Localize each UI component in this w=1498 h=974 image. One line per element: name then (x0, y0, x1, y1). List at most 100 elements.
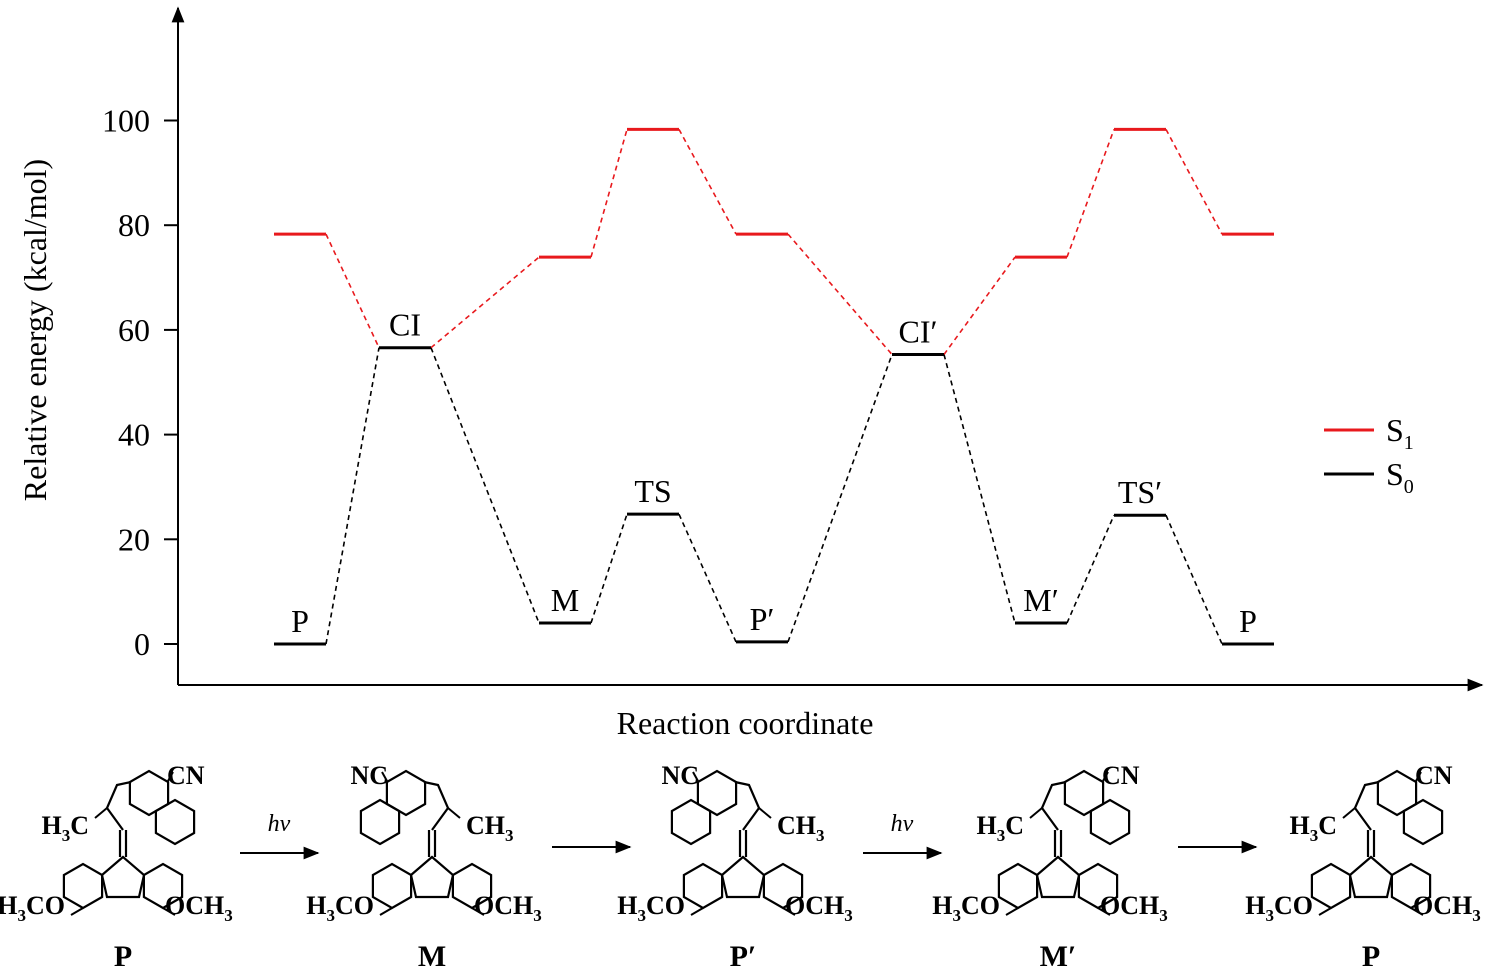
s1-connector (325, 233, 380, 349)
s0-connector (1066, 514, 1115, 624)
methoxy-bond (471, 907, 485, 916)
fluorene-five-ring (100, 855, 146, 899)
state-label: CI (389, 307, 421, 343)
nitrile-label: NC (350, 761, 388, 790)
benzo-ring (1089, 798, 1131, 846)
methyl-bond (1342, 807, 1356, 819)
s1-connector (1165, 129, 1223, 235)
nitrile-label: CN (167, 761, 205, 790)
legend-label-main: S (1386, 456, 1404, 492)
methoxy-left-label: H3CO (1245, 891, 1313, 925)
methyl-label-main: H (976, 811, 996, 840)
five-ring (734, 780, 761, 831)
legend-label-sub: 1 (1404, 432, 1414, 454)
methoxy-right-label-sub: 3 (844, 906, 853, 925)
methyl-bond (758, 807, 772, 819)
hv-label: hv (891, 811, 914, 837)
nitrile-label: CN (1102, 761, 1140, 790)
methoxy-right-label: OCH3 (1100, 891, 1168, 925)
nitrile-label-main: NC (350, 761, 388, 790)
legend-label: S0 (1386, 456, 1414, 498)
connectors (325, 129, 1223, 645)
state-label: P′ (750, 601, 775, 637)
methyl-label-main: H (41, 811, 61, 840)
methoxy-bond (782, 907, 796, 916)
methoxy-left-label: H3CO (617, 891, 685, 925)
methyl-bond (1029, 807, 1043, 819)
methoxy-right-label: OCH3 (474, 891, 542, 925)
legend-label: S1 (1386, 412, 1414, 454)
legend-label-main: S (1386, 412, 1404, 448)
fluorene-five-ring (720, 855, 766, 899)
methoxy-right-label-main: OCH (474, 891, 533, 920)
methyl-label-tail: C (1318, 811, 1337, 840)
molecule-label: P (114, 940, 132, 973)
energy-levels (274, 127, 1274, 646)
methoxy-left-label-main: H (0, 891, 18, 920)
y-tick-label: 60 (118, 312, 150, 348)
benzo-ring (359, 798, 401, 846)
fluorene-five-ring (1035, 855, 1081, 899)
y-tick-label: 100 (102, 103, 150, 139)
methyl-label-sub: 3 (505, 826, 514, 845)
nitrile-label: CN (1415, 761, 1453, 790)
fluorene-left-ring (62, 862, 104, 910)
methoxy-right-label: OCH3 (785, 891, 853, 925)
state-label: P (291, 603, 309, 639)
methoxy-left-label: H3CO (306, 891, 374, 925)
legend-label-sub: 0 (1404, 476, 1414, 498)
s1-connector (943, 256, 1016, 355)
five-ring (1353, 780, 1380, 831)
methoxy-left-label-tail: CO (26, 891, 65, 920)
methyl-bond (94, 807, 108, 819)
methoxy-bond (1005, 907, 1019, 916)
state-label: M′ (1023, 582, 1058, 618)
y-axis-label: Relative energy (kcal/mol) (17, 159, 53, 501)
nitrile-label-main: CN (167, 761, 205, 790)
methoxy-right-label-main: OCH (165, 891, 224, 920)
s1-connector (430, 256, 540, 349)
y-tick-label: 40 (118, 417, 150, 453)
methyl-label-main: H (1289, 811, 1309, 840)
nitrile-label-main: CN (1415, 761, 1453, 790)
methoxy-left-label-main: H (1245, 891, 1265, 920)
methyl-label: CH3 (466, 811, 514, 845)
methyl-label-sub: 3 (816, 826, 825, 845)
methyl-label: CH3 (777, 811, 825, 845)
methoxy-bond (1410, 907, 1424, 916)
methoxy-left-label-tail: CO (1274, 891, 1313, 920)
methoxy-right-label-main: OCH (1100, 891, 1159, 920)
s0-connector (787, 354, 893, 643)
methyl-label-tail: C (70, 811, 89, 840)
nitrile-bond (1415, 771, 1422, 782)
methoxy-right-label-sub: 3 (1472, 906, 1481, 925)
methoxy-right-label-sub: 3 (533, 906, 542, 925)
s1-connector (1066, 129, 1115, 258)
nitrile-bond (1102, 771, 1109, 782)
molecule-label: M (418, 940, 446, 973)
methyl-label-tail: C (1005, 811, 1024, 840)
methoxy-right-label: OCH3 (1413, 891, 1481, 925)
s1-connector (787, 233, 893, 356)
methoxy-bond (379, 907, 393, 916)
five-ring (423, 780, 450, 831)
hv-label: hv (268, 811, 291, 837)
s0-connector (325, 347, 380, 645)
state-label: CI′ (899, 314, 938, 350)
benzo-ring (154, 798, 196, 846)
fluorene-left-ring (1310, 862, 1352, 910)
s0-connector (590, 513, 628, 624)
methyl-label-sub: 3 (997, 826, 1006, 845)
state-label: TS′ (1118, 474, 1162, 510)
state-label: M (551, 582, 579, 618)
methyl-label-main: CH (466, 811, 505, 840)
nitrile-bond (167, 771, 174, 782)
methoxy-right-label-sub: 3 (224, 906, 233, 925)
